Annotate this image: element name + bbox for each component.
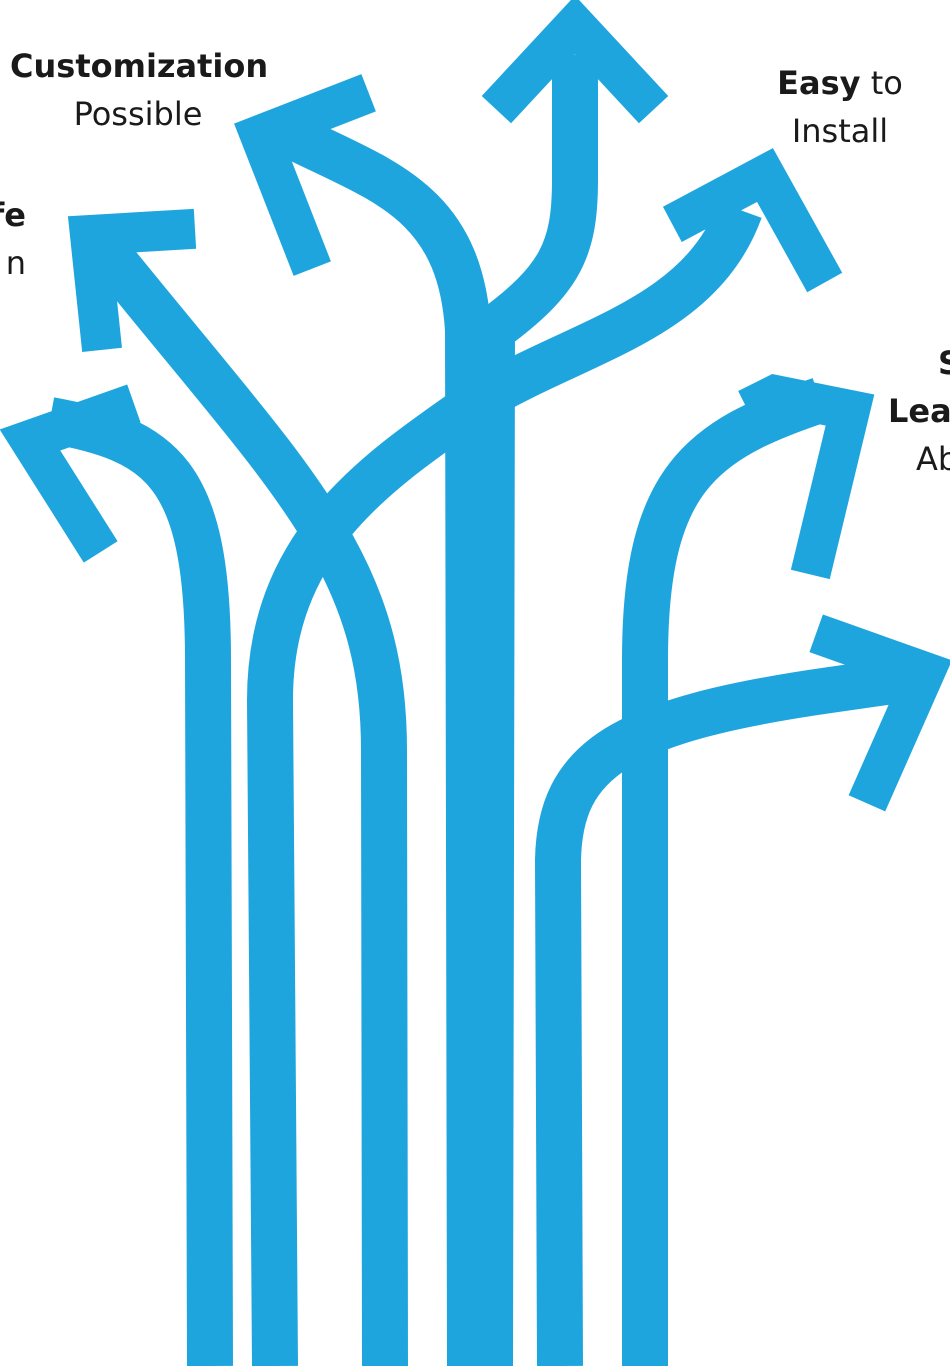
arrowhead-left xyxy=(30,410,115,535)
label-right-partial: S Lea Ab xyxy=(888,339,950,483)
label-right-bold-2: Lea xyxy=(888,387,950,435)
arrow-left-line xyxy=(50,420,210,1366)
label-customization: Customization Possible xyxy=(10,42,266,138)
label-customization-bold: Customization xyxy=(10,42,266,90)
arrowhead-right-lower xyxy=(835,640,925,785)
arrows-group xyxy=(30,25,925,1366)
arrow-right-upper-line xyxy=(645,400,820,1366)
label-easy-second-line: Install xyxy=(740,107,940,155)
label-easy-rest: to xyxy=(861,64,903,102)
label-left-bold: fe xyxy=(0,191,26,239)
label-left-second-line: n xyxy=(0,239,26,287)
arrow-right-lower-line xyxy=(558,680,900,1366)
label-right-bold-1: S xyxy=(888,339,950,387)
label-left-partial: fe n xyxy=(0,191,26,287)
label-right-third-line: Ab xyxy=(888,435,950,483)
label-customization-rest: Possible xyxy=(10,90,266,138)
arrow-upper-left-line xyxy=(105,250,385,1366)
label-easy-bold: Easy xyxy=(777,64,860,102)
label-easy-install: Easy to Install xyxy=(740,59,940,155)
